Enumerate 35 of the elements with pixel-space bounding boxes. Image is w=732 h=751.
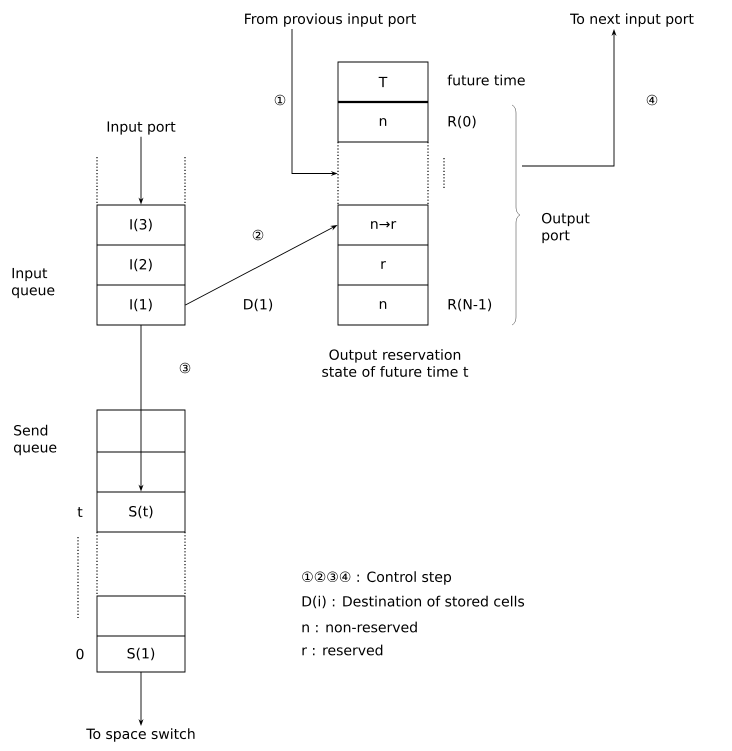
step-number: ④	[644, 94, 660, 106]
label-text: Send queue	[14, 424, 56, 456]
label-text: Output port	[542, 212, 590, 244]
table-cell: r	[338, 244, 428, 286]
label-text: Output reservation state of future time t	[322, 349, 468, 377]
table-cell: n→r	[338, 204, 428, 246]
step-number: ①	[272, 94, 288, 106]
label-text: t	[78, 507, 82, 517]
cell-caption: R(N-1)	[448, 298, 492, 312]
port-text: From provious input port	[245, 13, 416, 27]
label-text: ①②③④ : Control step	[302, 571, 452, 585]
step-number: ③	[178, 362, 192, 374]
label-text: D(i) : Destination of stored cells	[302, 596, 524, 608]
cell-caption: future time	[448, 74, 525, 86]
label-text: r : reserved	[302, 644, 382, 656]
queue-cell: I(3)	[96, 204, 186, 246]
step-number: ②	[250, 228, 266, 242]
cell-caption: R(0)	[448, 116, 476, 128]
queue-cell: S(t)	[96, 492, 186, 532]
port-text: Input port	[108, 121, 176, 135]
label-text: n : non-reserved	[302, 622, 417, 632]
table-cell	[337, 142, 429, 206]
label-text: D(1)	[244, 298, 272, 312]
label-text: Input queue	[12, 268, 54, 298]
port-text: To space switch	[86, 728, 195, 742]
table-cell: T	[338, 62, 428, 104]
queue-cell	[96, 532, 186, 596]
queue-cell	[96, 596, 186, 636]
label-text: 0	[76, 648, 84, 660]
queue-cell: I(1)	[96, 284, 186, 326]
port-text: To next input port	[570, 13, 694, 27]
table-cell: n	[338, 284, 428, 326]
queue-cell: I(2)	[96, 244, 186, 286]
queue-cell: S(1)	[96, 636, 186, 672]
table-cell: n	[338, 102, 428, 142]
